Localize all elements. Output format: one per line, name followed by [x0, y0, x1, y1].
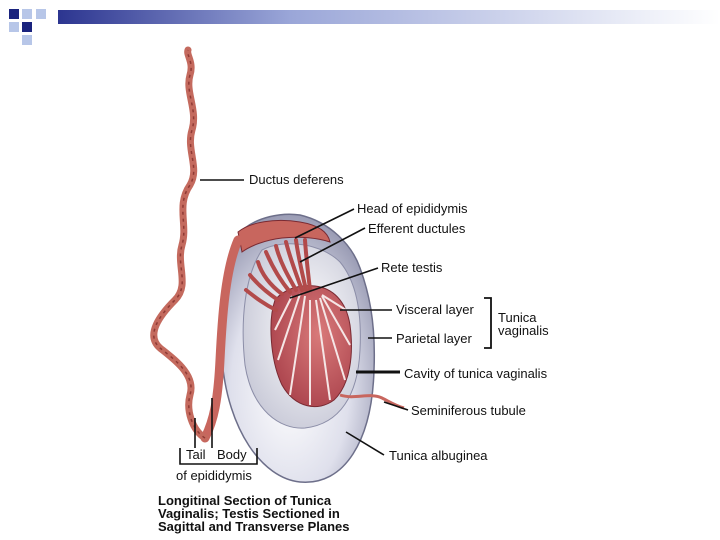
label-ductus-deferens: Ductus deferens — [249, 172, 344, 187]
label-efferent-ductules: Efferent ductules — [368, 221, 465, 236]
figure-caption: Longitinal Section of Tunica Vaginalis; … — [158, 494, 418, 533]
label-cavity-of-tunica-vaginalis: Cavity of tunica vaginalis — [404, 366, 547, 381]
label-tunica-vaginalis-2: vaginalis — [498, 323, 549, 338]
bracket-tunica-vaginalis — [484, 298, 491, 348]
label-of-epididymis: of epididymis — [176, 468, 252, 483]
label-rete-testis: Rete testis — [381, 260, 442, 275]
label-body: Body — [217, 447, 247, 462]
label-parietal-layer: Parietal layer — [396, 331, 472, 346]
caption-line-3: Sagittal and Transverse Planes — [158, 520, 418, 533]
label-tail: Tail — [186, 447, 206, 462]
label-tunica-albuginea: Tunica albuginea — [389, 448, 488, 463]
label-visceral-layer: Visceral layer — [396, 302, 474, 317]
label-seminiferous-tubule: Seminiferous tubule — [411, 403, 526, 418]
leader-seminiferous-tubule — [384, 402, 408, 410]
ductus-deferens — [154, 50, 205, 438]
label-head-of-epididymis: Head of epididymis — [357, 201, 468, 216]
